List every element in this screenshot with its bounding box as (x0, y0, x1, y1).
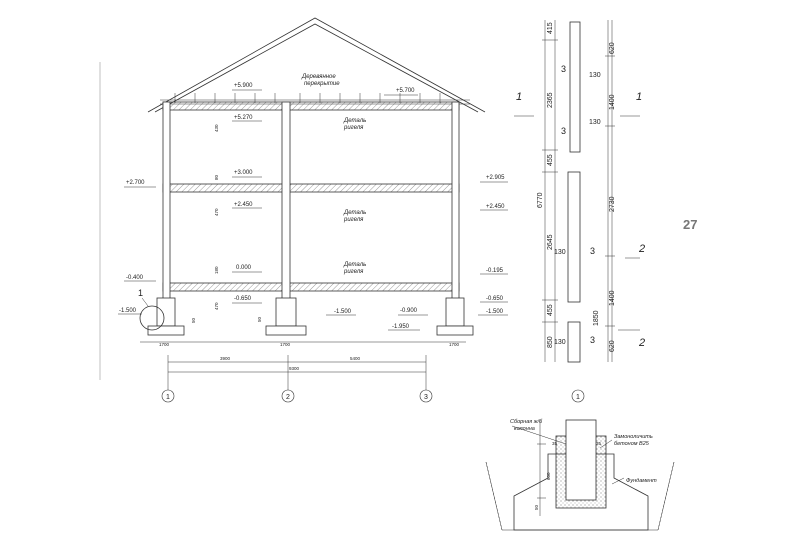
col-left-dim-2: 2365 (547, 92, 554, 108)
mark-floor2-right: +2.905 (486, 175, 505, 181)
mark-found-right-top: -0.900 (400, 308, 418, 314)
span-total: 9300 (289, 366, 300, 371)
col-label-1: Сборная ж/б (510, 419, 543, 425)
col-left-dim-6: 850 (547, 336, 554, 348)
col-left-dim-5: 455 (547, 304, 554, 316)
col-mid-dim-5: 1850 (593, 310, 600, 326)
col-left-dim-3: 455 (547, 154, 554, 166)
roof-slab-label-2: перекрытие (304, 81, 340, 87)
mark-ceil1: +2.450 (234, 202, 253, 208)
cut-1-right: 1 (636, 91, 642, 103)
mark-floor2-left: +2.700 (126, 180, 145, 186)
col-left-dim-4: 2645 (547, 234, 554, 250)
beam-top-label-2: ригеля (343, 125, 364, 131)
mark-floor2-top: +3.000 (234, 170, 253, 176)
col-right-dim-2: 1400 (609, 94, 616, 110)
mark-found-right: -1.500 (486, 309, 504, 315)
cut-2-top: 2 (638, 243, 645, 255)
axis-2: 2 (286, 394, 290, 401)
axis-1: 1 (166, 394, 170, 401)
mark-base-center: -0.650 (234, 296, 252, 302)
mark-found-bottom: -1.950 (392, 324, 410, 330)
footing-width-1: 1700 (159, 342, 170, 347)
gap-left: 35 (552, 441, 558, 446)
cut-1-left: 1 (516, 91, 522, 103)
column-detail: 415 2365 455 2645 455 850 6770 620 1400 … (514, 20, 645, 403)
roof-slab-label-1: Деревянное (301, 74, 336, 80)
footing-width-2: 1700 (280, 342, 291, 347)
mark-found-left: -1.500 (119, 308, 137, 314)
mark-floor1: 0.000 (236, 265, 252, 271)
col-marker-2: 3 (561, 126, 566, 136)
mark-ceil2: +5.270 (234, 115, 253, 121)
col-mid-dim-1: 130 (589, 72, 601, 79)
dim-story2: 430 (214, 124, 219, 132)
node-label: 1 (138, 288, 143, 298)
dim-slab1: 180 (214, 266, 219, 274)
mark-floor1-left: -0.400 (126, 275, 144, 281)
dim-foot-a: 50 (191, 317, 196, 323)
foundation-label: Фундамент (626, 478, 657, 484)
col-total: 6770 (537, 192, 544, 208)
mark-base-right: -0.650 (486, 296, 504, 302)
dim-story1: 470 (214, 208, 219, 216)
col-label-2: колонна (514, 426, 535, 432)
col-marker-1: 3 (561, 64, 566, 74)
building-section: 1 +5.900 +5.700 (99, 17, 508, 403)
beam-bottom-label-2: ригеля (343, 269, 364, 275)
dim-slab2: 80 (214, 174, 219, 180)
col-right-dim-3: 2730 (609, 196, 616, 212)
span-right: 5400 (350, 356, 361, 361)
col-right-dim-4: 1400 (609, 290, 616, 306)
foundation-detail: Сборная ж/б колонна Замоноличить бетоном… (485, 419, 675, 531)
mark-found-center: -1.500 (334, 309, 352, 315)
bottom-dim: 50 (534, 504, 539, 510)
beam-bottom-label-1: Деталь (343, 262, 366, 268)
gap-right: 35 (596, 441, 602, 446)
col-marker-3: 3 (590, 246, 595, 256)
foundations (147, 297, 474, 336)
depth-dim: 600 (546, 472, 551, 480)
beam-mid-label-1: Деталь (343, 210, 366, 216)
col-right-dim-5: 620 (609, 340, 616, 352)
grout-label-1: Замоноличить (614, 434, 653, 440)
col-right-dim-1: 620 (609, 42, 616, 54)
cut-2-bottom: 2 (638, 337, 645, 349)
column-axis: 1 (576, 394, 580, 401)
col-marker-4: 3 (590, 335, 595, 345)
beam-top-label-1: Деталь (343, 118, 366, 124)
page-number: 27 (683, 217, 697, 232)
mark-roof-right: +5.700 (396, 88, 415, 94)
col-left-dim-1: 415 (547, 22, 554, 34)
dim-foot-b: 50 (257, 316, 262, 322)
grout-label-2: бетоном В25 (614, 441, 650, 447)
mark-ceil1-right: +2.450 (486, 204, 505, 210)
roof (147, 17, 486, 113)
mark-roof-left: +5.900 (234, 83, 253, 89)
footing-width-3: 1700 (449, 342, 460, 347)
axis-3: 3 (424, 394, 428, 401)
col-mid-dim-3: 130 (554, 249, 566, 256)
slabs (162, 101, 460, 292)
col-mid-dim-2: 130 (589, 119, 601, 126)
col-mid-dim-4: 130 (554, 339, 566, 346)
dim-base: 470 (214, 302, 219, 310)
mark-floor1-right: -0.195 (486, 268, 504, 274)
span-left: 3900 (220, 356, 231, 361)
beam-mid-label-2: ригеля (343, 217, 364, 223)
